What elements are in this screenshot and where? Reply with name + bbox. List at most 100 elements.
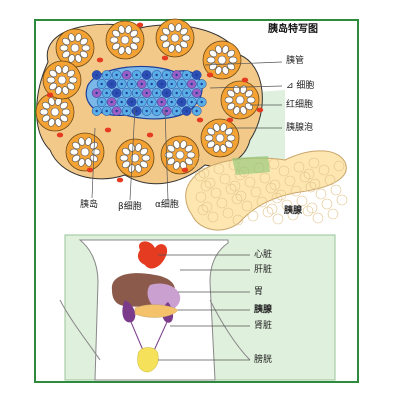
islet-cell-nucleus: [115, 109, 118, 113]
acinar-cell: [74, 33, 82, 42]
pancreas-lobule: [259, 172, 271, 184]
acinar-cell: [162, 40, 171, 49]
pancreas-lobule: [330, 184, 342, 196]
islet-cell-nucleus: [170, 100, 173, 104]
islet-cell-nucleus: [105, 91, 108, 95]
pancreas-lobule: [287, 209, 299, 221]
acinar-cell: [62, 50, 71, 59]
pancreas-lobule: [204, 177, 216, 189]
pancreas-lobule: [333, 160, 345, 172]
islet-cell-nucleus: [200, 100, 203, 104]
red-blood-cell: [46, 92, 54, 98]
pancreas-lobule: [318, 164, 330, 176]
pancreas-lobule: [309, 178, 321, 190]
red-blood-cell: [136, 22, 144, 28]
acinus: [202, 40, 242, 80]
acinar-cell: [129, 29, 138, 38]
label-heart: 心脏: [254, 250, 273, 260]
acinar-cell: [139, 147, 148, 156]
acinus-lumen: [120, 35, 130, 45]
acinar-cell: [68, 76, 78, 84]
acinar-cell: [246, 96, 256, 104]
islet-cell-nucleus: [145, 91, 148, 95]
islet-cell-nucleus: [95, 91, 98, 95]
pancreas-lobule: [192, 157, 204, 169]
acinus: [35, 92, 75, 132]
pancreas-lobule: [225, 183, 237, 195]
acinar-cell: [134, 143, 142, 152]
acinus: [105, 20, 145, 60]
bladder-shape: [137, 347, 159, 373]
acinar-cell: [239, 85, 247, 94]
islet-cell-nucleus: [100, 100, 103, 104]
islet-cell-nucleus: [185, 73, 188, 77]
acinus-lumen: [175, 150, 185, 160]
acinar-cell: [84, 137, 92, 146]
pancreas-highlight: [232, 156, 270, 175]
acinar-cell: [129, 42, 138, 51]
acinar-cell: [79, 50, 88, 59]
red-blood-cell: [96, 57, 104, 63]
acinar-cell: [233, 106, 241, 115]
islet-cell-nucleus: [135, 109, 138, 113]
acinar-cell: [48, 118, 56, 127]
label-kidney: 肾脏: [254, 321, 273, 331]
acinar-cell: [206, 56, 216, 64]
pancreas-lobule: [290, 185, 302, 197]
acinar-cell: [179, 40, 188, 49]
acinar-cell: [227, 89, 236, 98]
pancreas-lobule: [250, 186, 262, 198]
acinar-cell: [207, 140, 216, 149]
red-blood-cell: [206, 72, 214, 78]
acinar-cell: [213, 144, 221, 153]
red-blood-cell: [146, 132, 154, 138]
acinar-cell: [159, 34, 169, 42]
acinus: [115, 138, 155, 178]
pancreas-lobule: [296, 195, 308, 207]
label-bladder: 膀胱: [254, 355, 273, 365]
pancreas-lobule: [219, 173, 231, 185]
acinar-cell: [219, 144, 227, 153]
pancreas-lobule: [210, 187, 222, 199]
label-beta-cell: β细胞: [118, 202, 142, 212]
pancreas-lobule: [305, 181, 317, 193]
islet-cell-nucleus: [100, 82, 103, 86]
acinar-cell: [219, 123, 227, 132]
acinar-cell: [221, 66, 229, 75]
acinus-lumen: [170, 33, 180, 43]
pancreas-lobule: [306, 202, 318, 214]
acinar-cell: [184, 144, 193, 153]
pancreas-lobule: [198, 167, 210, 179]
pancreas-lobule: [265, 182, 277, 194]
acinar-cell: [119, 154, 129, 162]
pancreas-lobule: [247, 210, 259, 222]
pancreas-lobule: [235, 190, 247, 202]
islet-cell-nucleus: [145, 109, 148, 113]
islet-cell-nucleus: [145, 73, 148, 77]
acinar-cell: [46, 76, 56, 84]
acinus: [55, 28, 95, 68]
acinar-cell: [61, 108, 71, 116]
pancreas-lobule: [256, 196, 268, 208]
acinus-lumen: [70, 43, 80, 53]
acinar-cell: [54, 118, 62, 127]
acinar-cell: [174, 44, 182, 53]
acinar-cell: [167, 144, 176, 153]
islet-cell-nucleus: [190, 82, 193, 86]
islet-cell-nucleus: [170, 82, 173, 86]
red-blood-cell: [161, 55, 169, 61]
acinar-cell: [167, 157, 176, 166]
islet-cell-nucleus: [120, 82, 123, 86]
acinar-cell: [61, 86, 69, 95]
red-blood-cells-group: [46, 22, 264, 183]
acinar-cell: [173, 140, 181, 149]
diagram-title: 胰岛特写图: [268, 24, 318, 35]
islet-cell-nucleus: [175, 109, 178, 113]
acinar-cell: [84, 158, 92, 167]
pancreas-lobule: [269, 179, 281, 191]
acinar-cell: [186, 151, 196, 159]
islet-cells-group: [91, 70, 207, 116]
acinus-lumen: [57, 75, 67, 85]
pancreas-lobule: [244, 176, 256, 188]
red-blood-cell: [104, 127, 112, 133]
